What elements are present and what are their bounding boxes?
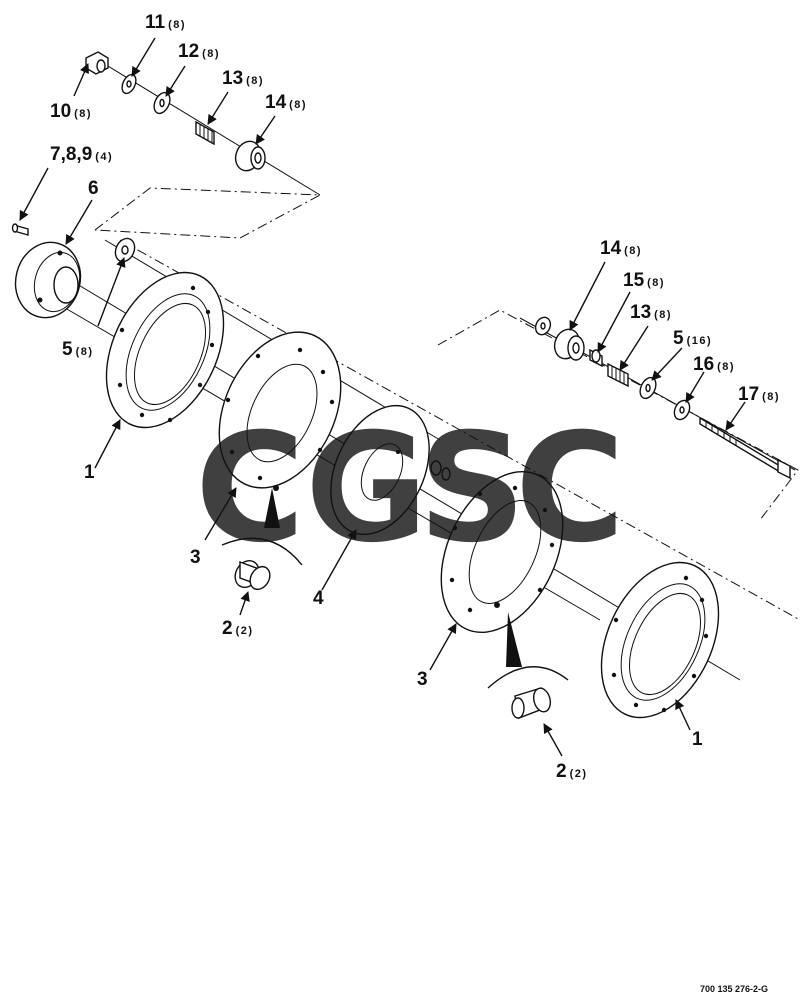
callout-1-right: 1 — [692, 729, 703, 750]
leader-lines — [19, 37, 746, 757]
bracket-upper — [94, 187, 322, 239]
callout-14-upper: 14(8) — [265, 92, 307, 113]
detail-arc-right — [487, 612, 569, 689]
washer-5-right — [639, 376, 657, 400]
washer-right-first — [534, 316, 552, 336]
watermark-letter-g: G — [305, 402, 428, 576]
plate-3-right — [440, 470, 564, 634]
bolt-17 — [699, 416, 791, 480]
callout-17: 17(8) — [738, 384, 780, 405]
watermark: C G S C — [195, 402, 625, 576]
callout-14-right: 14(8) — [600, 238, 642, 259]
callout-7-8-9: 7,8,9(4) — [50, 144, 113, 165]
plate-3-left — [218, 331, 342, 491]
callout-4: 4 — [313, 588, 324, 609]
callout-5-right: 5(16) — [673, 328, 712, 349]
bushing-2-right — [511, 687, 552, 719]
figure-id: 700 135 276-2-G — [700, 984, 768, 994]
callout-2-left: 2(2) — [222, 618, 254, 639]
bushing-14-right — [553, 328, 585, 361]
callout-5-left: 5(8) — [62, 339, 94, 360]
callout-12: 12(8) — [178, 41, 220, 62]
callout-3-right: 3 — [417, 669, 428, 690]
watermark-letter-c1: C — [195, 402, 305, 576]
flange-1-right — [600, 561, 720, 719]
screw-7-8-9 — [11, 223, 29, 236]
callouts: 11(8) 12(8) 13(8) 14(8) 10(8) 7,8,9(4) 6… — [50, 12, 780, 782]
callout-13-right: 13(8) — [630, 302, 672, 323]
hub-6 — [14, 241, 82, 319]
cap-screw-10 — [85, 51, 109, 75]
spring-13-right — [607, 362, 629, 388]
watermark-letter-s: S — [418, 402, 526, 576]
washer-5-left — [114, 237, 136, 263]
callout-6: 6 — [88, 178, 99, 199]
sleeve-15 — [589, 348, 603, 368]
callout-11: 11(8) — [145, 12, 186, 33]
callout-3-left: 3 — [190, 547, 201, 568]
callout-1-left: 1 — [84, 462, 95, 483]
watermark-letter-c2: C — [515, 402, 625, 576]
bushing-2-left — [234, 559, 271, 591]
small-washer-center — [430, 460, 451, 481]
callout-10: 10(8) — [50, 101, 92, 122]
callout-13-upper: 13(8) — [222, 68, 264, 89]
callout-16: 16(8) — [693, 354, 735, 375]
lock-washer-11 — [121, 73, 137, 95]
detail-arc-left — [221, 488, 303, 566]
callout-15: 15(8) — [623, 270, 665, 291]
flange-1-left — [105, 271, 225, 429]
bushing-14-upper — [234, 140, 266, 172]
spring-13-upper — [195, 120, 215, 146]
callout-2-right: 2(2) — [556, 761, 588, 782]
washer-16 — [673, 399, 691, 421]
